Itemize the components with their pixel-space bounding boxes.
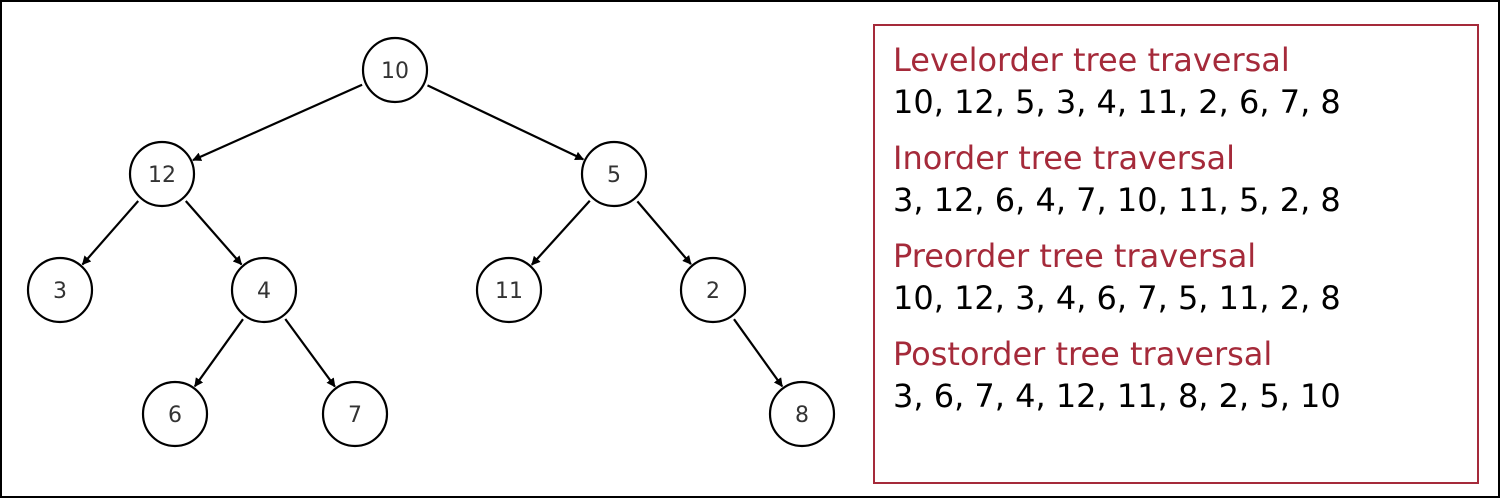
tree-node: 5 bbox=[580, 140, 648, 208]
tree-node: 12 bbox=[128, 140, 196, 208]
traversal-sequence: 3, 12, 6, 4, 7, 10, 11, 5, 2, 8 bbox=[893, 181, 1341, 219]
binary-tree: 10 12 5 3 4 11 2 6 7 8 bbox=[26, 36, 836, 448]
tree-node: 10 bbox=[361, 36, 429, 104]
tree-node-label: 4 bbox=[257, 279, 271, 304]
tree-node-label: 2 bbox=[706, 279, 720, 304]
tree-node-circle bbox=[321, 380, 389, 448]
tree-node-circle bbox=[475, 256, 543, 324]
tree-edge bbox=[733, 318, 784, 388]
traversal-panel: Levelorder tree traversal 10, 12, 5, 3, … bbox=[873, 24, 1479, 484]
traversal-title: Levelorder tree traversal bbox=[893, 41, 1290, 79]
traversal-title: Preorder tree traversal bbox=[893, 237, 1257, 275]
tree-node: 3 bbox=[26, 256, 94, 324]
tree-edge bbox=[193, 318, 244, 388]
tree-node-circle bbox=[230, 256, 298, 324]
traversal-preorder: Preorder tree traversal 10, 12, 3, 4, 6,… bbox=[893, 236, 1477, 320]
traversal-sequence: 3, 6, 7, 4, 12, 11, 8, 2, 5, 10 bbox=[893, 377, 1341, 415]
tree-node: 4 bbox=[230, 256, 298, 324]
traversal-postorder: Postorder tree traversal 3, 6, 7, 4, 12,… bbox=[893, 334, 1477, 418]
tree-node: 6 bbox=[141, 380, 209, 448]
traversal-title: Postorder tree traversal bbox=[893, 335, 1273, 373]
tree-node-circle bbox=[768, 380, 836, 448]
tree-node-label: 12 bbox=[148, 163, 176, 188]
tree-edges bbox=[81, 83, 784, 388]
tree-node-circle bbox=[361, 36, 429, 104]
traversal-sequence: 10, 12, 3, 4, 6, 7, 5, 11, 2, 8 bbox=[893, 279, 1341, 317]
tree-node-circle bbox=[128, 140, 196, 208]
tree-node-circle bbox=[26, 256, 94, 324]
tree-node-label: 7 bbox=[348, 403, 362, 428]
tree-node-circle bbox=[679, 256, 747, 324]
tree-node-label: 8 bbox=[795, 403, 809, 428]
tree-node-label: 5 bbox=[607, 163, 621, 188]
traversal-levelorder: Levelorder tree traversal 10, 12, 5, 3, … bbox=[893, 40, 1477, 124]
tree-node: 8 bbox=[768, 380, 836, 448]
tree-edge bbox=[636, 200, 692, 265]
tree-edge bbox=[81, 200, 140, 266]
tree-node-label: 11 bbox=[495, 279, 523, 304]
tree-node-label: 6 bbox=[168, 403, 182, 428]
tree-node-circle bbox=[141, 380, 209, 448]
tree-node-label: 10 bbox=[381, 59, 409, 84]
traversal-inorder: Inorder tree traversal 3, 12, 6, 4, 7, 1… bbox=[893, 138, 1477, 222]
tree-edge bbox=[530, 199, 591, 266]
traversal-sequence: 10, 12, 5, 3, 4, 11, 2, 6, 7, 8 bbox=[893, 83, 1341, 121]
traversal-title: Inorder tree traversal bbox=[893, 139, 1236, 177]
tree-node: 7 bbox=[321, 380, 389, 448]
tree-nodes: 10 12 5 3 4 11 2 6 7 8 bbox=[26, 36, 836, 448]
tree-edge bbox=[184, 200, 243, 266]
tree-edge bbox=[284, 318, 336, 388]
tree-node: 11 bbox=[475, 256, 543, 324]
tree-node-label: 3 bbox=[53, 279, 67, 304]
tree-edge bbox=[427, 84, 585, 161]
tree-node-circle bbox=[580, 140, 648, 208]
tree-node: 2 bbox=[679, 256, 747, 324]
tree-edge bbox=[192, 83, 363, 162]
